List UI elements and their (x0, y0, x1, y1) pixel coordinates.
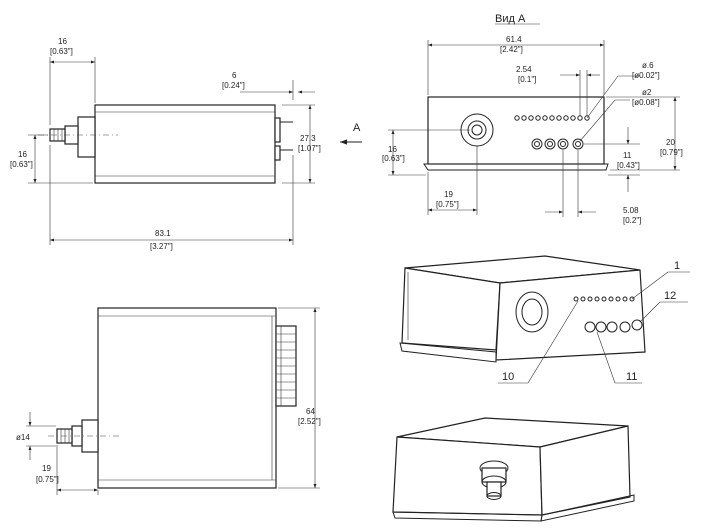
callout-1: 1 (674, 260, 680, 272)
front-dim-pin-space-in: [0.2"] (623, 216, 641, 225)
front-big-holes (531, 138, 584, 150)
side-dim-connector-mm: 16 (58, 37, 67, 46)
iso-small-holes (573, 296, 635, 302)
front-dim-height-in: [0.79"] (660, 148, 683, 157)
isometric-view-back (392, 417, 635, 522)
side-body (94, 104, 276, 184)
side-dim-axis-in: [0.63"] (10, 160, 33, 169)
front-dim-axis-x-mm: 19 (444, 190, 453, 199)
front-small-holes (514, 115, 590, 121)
top-dim-conn-x-mm: 19 (42, 464, 51, 473)
top-dim-conn-dia-mm: ø14 (16, 433, 30, 442)
front-dim-height-mm: 20 (666, 138, 675, 147)
front-dim-small-hole-in: [ø0.02"] (632, 71, 660, 80)
front-dim-pitch-in: [0.1"] (518, 75, 536, 84)
side-dim-axis-mm: 16 (18, 150, 27, 159)
iso-connector (479, 460, 509, 500)
front-dim-pins-h-in: [0.43"] (617, 161, 640, 170)
front-body (427, 96, 605, 165)
front-dim-big-hole-mm: ø2 (642, 88, 652, 97)
top-body (97, 307, 277, 489)
front-dim-axis-h-mm: 16 (388, 145, 397, 154)
side-dim-height-mm: 27.3 (300, 134, 316, 143)
front-dim-pitch-mm: 2.54 (516, 65, 532, 74)
front-dim-width-in: [2.42"] (500, 45, 523, 54)
top-dim-width-mm: 64 (306, 407, 315, 416)
iso-big-holes (584, 319, 643, 333)
side-dim-connector-in: [0.63"] (50, 47, 73, 56)
front-dim-pins-h-mm: 11 (623, 151, 632, 160)
callout-12: 12 (664, 290, 676, 302)
side-dim-pin-mm: 6 (232, 71, 237, 80)
front-dim-axis-x-in: [0.75"] (436, 200, 459, 209)
top-dim-conn-x-in: [0.75"] (36, 475, 59, 484)
side-dim-length-in: [3.27"] (150, 242, 173, 251)
side-connector (49, 116, 96, 158)
view-arrow-label: A (353, 122, 361, 134)
front-dim-axis-h-in: [0.63"] (382, 154, 405, 163)
callout-11: 11 (626, 371, 637, 383)
top-view: 64 [2.52"] ø14 19 [0.75"] (16, 307, 321, 495)
side-dim-height-in: [1.07"] (298, 144, 321, 153)
side-pins (274, 117, 293, 161)
isometric-view-front: 1 12 10 11 (399, 255, 690, 384)
front-dim-width-mm: 61.4 (506, 35, 522, 44)
view-title: Вид А (495, 13, 526, 25)
top-dim-width-in: [2.52"] (298, 417, 321, 426)
side-view: 16 [0.63"] 6 [0.24"] 27.3 [1.07"] 16 [0.… (10, 37, 362, 251)
side-dim-length-mm: 83.1 (155, 229, 171, 238)
callout-10: 10 (502, 371, 514, 383)
top-pins (275, 325, 297, 407)
front-dim-pin-space-mm: 5.08 (623, 206, 639, 215)
front-dim-small-hole-mm: ø.6 (642, 61, 654, 70)
front-dim-big-hole-in: [ø0.08"] (632, 98, 660, 107)
side-dim-pin-in: [0.24"] (222, 81, 245, 90)
front-view: Вид А 61.4 [2.42"] (382, 13, 683, 225)
